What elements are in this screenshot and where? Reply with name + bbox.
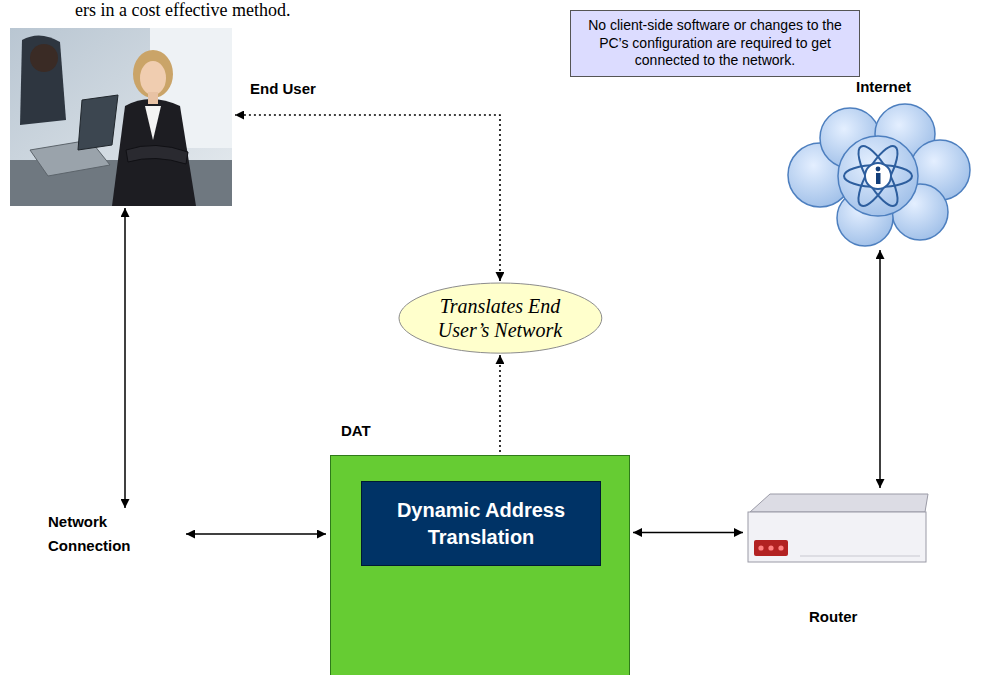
router-top xyxy=(750,494,928,512)
ellipse-outline xyxy=(398,282,603,354)
node-text: DAT xyxy=(341,422,371,439)
atom-symbol xyxy=(844,141,912,211)
node-text: Dynamic Address Translation xyxy=(374,497,588,551)
info-dot xyxy=(876,167,881,172)
router-led xyxy=(778,545,783,550)
atom-orbit xyxy=(851,141,904,211)
ellipse-shape xyxy=(399,283,602,353)
atom-orbit xyxy=(844,165,912,187)
photo-background xyxy=(10,28,232,206)
node-text: Network Connection xyxy=(48,510,156,558)
connector-arrow xyxy=(186,533,326,535)
node-text: No client-side software or changes to th… xyxy=(579,17,851,70)
laptop-screen xyxy=(78,95,118,150)
connector-arrow xyxy=(633,532,743,534)
cut-off-sentence: ers in a cost effective method. xyxy=(75,0,291,21)
router-front xyxy=(748,512,926,562)
connection-label-node: Network Connection xyxy=(48,510,156,558)
dotted-connector xyxy=(235,115,500,281)
seated-man-body xyxy=(20,35,66,125)
woman-jacket xyxy=(112,99,196,206)
cloud-core xyxy=(838,136,918,216)
router-led xyxy=(758,545,763,550)
node-text: Translates End User’s Network xyxy=(430,294,570,342)
note-box: No client-side software or changes to th… xyxy=(570,10,860,77)
info-disc xyxy=(865,163,891,189)
internet-cloud xyxy=(788,104,970,246)
connector-arrow xyxy=(124,208,126,508)
info-stem xyxy=(876,173,881,184)
woman-hair xyxy=(133,50,173,98)
connector-arrow xyxy=(879,250,881,488)
internet-figure: Internet xyxy=(780,106,975,248)
router-figure: Router xyxy=(745,490,930,575)
node-text: Router xyxy=(809,608,857,625)
node-text: End User xyxy=(250,80,316,97)
end-user-photo xyxy=(10,28,232,206)
router-vent xyxy=(800,556,920,557)
seated-man-head xyxy=(30,44,58,72)
woman-face xyxy=(140,61,166,95)
woman-neck xyxy=(148,92,158,104)
router-led xyxy=(768,545,773,550)
router-panel xyxy=(754,540,788,556)
woman-shirt xyxy=(145,106,161,140)
woman-arms xyxy=(126,145,188,164)
router-device xyxy=(748,494,928,562)
process-box: Dynamic Address Translation xyxy=(361,481,601,566)
dat-box: Dynamic Address TranslationDAT xyxy=(330,455,630,675)
node-text: Internet xyxy=(856,78,911,95)
process-ellipse: Translates End User’s Network xyxy=(398,282,603,354)
atom-orbit xyxy=(851,141,904,211)
end-user-figure: End User xyxy=(10,28,232,206)
